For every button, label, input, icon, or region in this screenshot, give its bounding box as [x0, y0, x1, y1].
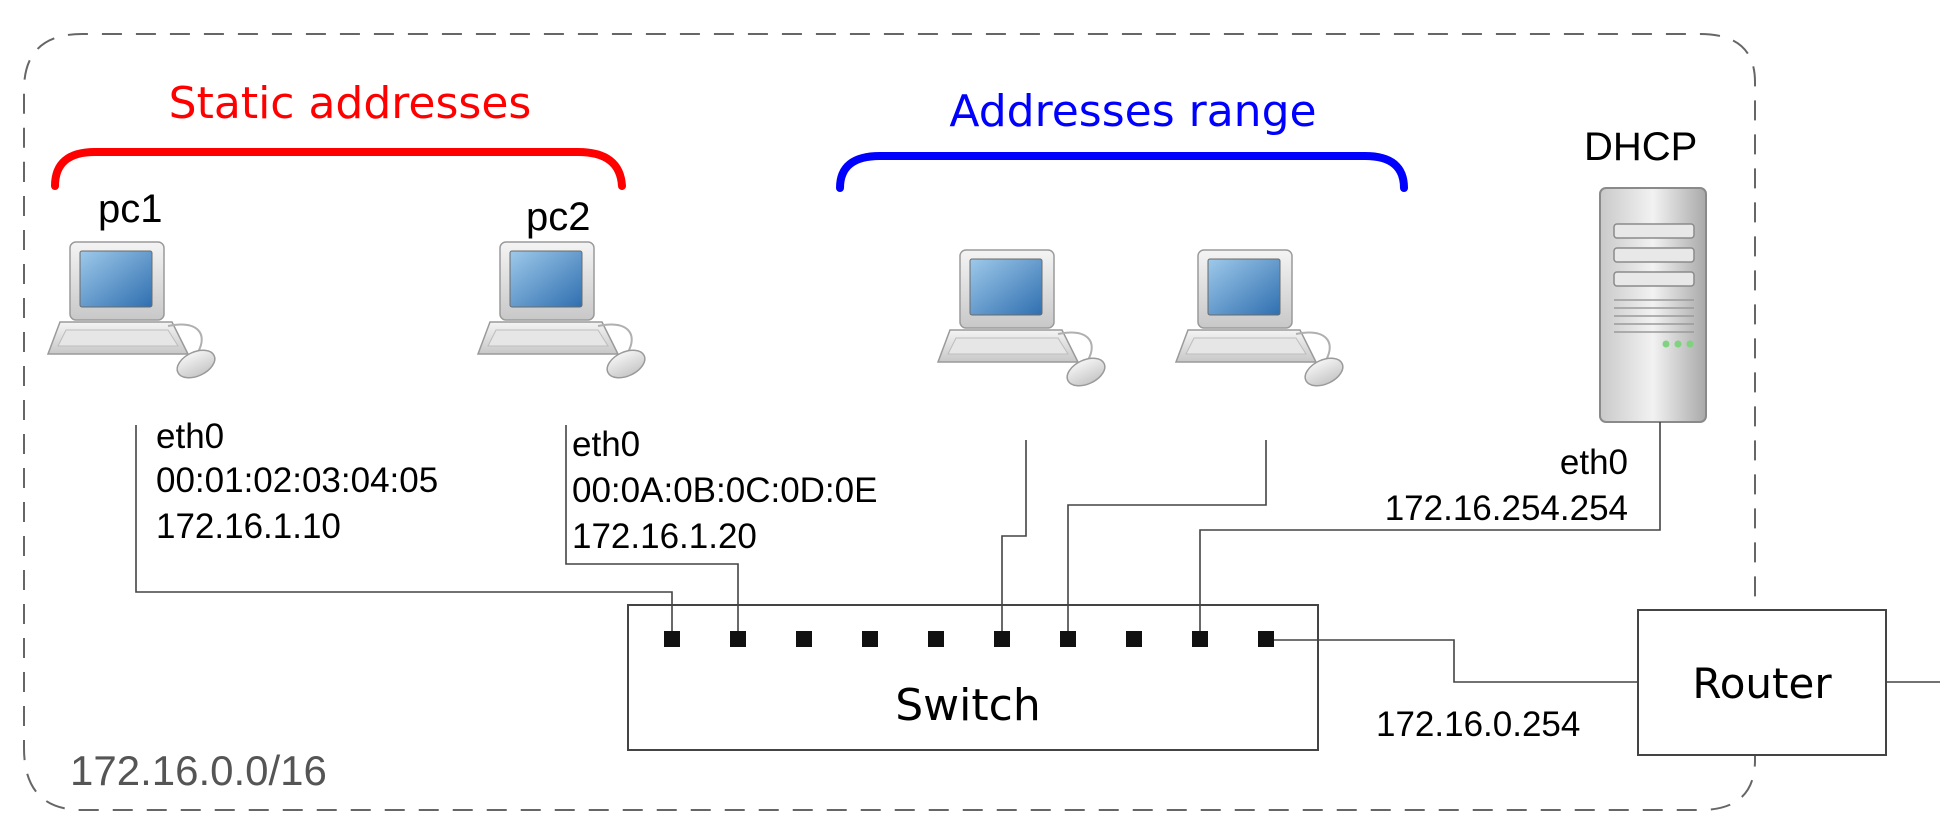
- pc1-ip: 172.16.1.10: [156, 507, 341, 546]
- pc1-cable: [135, 425, 673, 631]
- static-group-bracket: [51, 148, 626, 190]
- switch-port-icon: [664, 631, 680, 647]
- static-group-label: Static addresses: [169, 78, 532, 129]
- dhcp-iface: eth0: [1560, 443, 1628, 482]
- computer-icon: [937, 249, 1111, 393]
- pc2-iface: eth0: [572, 425, 640, 464]
- router-label: Router: [1692, 659, 1832, 708]
- switch-label: Switch: [895, 680, 1040, 731]
- range-pc2-cable: [1067, 440, 1267, 631]
- range-pc1-cable: [1001, 440, 1027, 631]
- router-ip: 172.16.0.254: [1376, 705, 1580, 744]
- pc2-name: pc2: [526, 195, 591, 239]
- switch-port-icon: [1060, 631, 1076, 647]
- switch-port-icon: [1126, 631, 1142, 647]
- switch-box: [627, 604, 1319, 751]
- dhcp-name: DHCP: [1584, 125, 1697, 169]
- switch-ports: [664, 631, 1274, 647]
- switch-port-icon: [928, 631, 944, 647]
- pc1-iface: eth0: [156, 417, 224, 456]
- switch-port-icon: [1192, 631, 1208, 647]
- subnet-boundary: [23, 33, 1756, 811]
- pc1-mac: 00:01:02:03:04:05: [156, 461, 438, 500]
- router-box: [1637, 609, 1887, 756]
- range-group-bracket: [836, 152, 1408, 192]
- switch-port-icon: [1258, 631, 1274, 647]
- range-group-label: Addresses range: [949, 86, 1316, 137]
- computer-icon: [47, 241, 221, 385]
- dhcp-cable: [1199, 422, 1661, 631]
- switch-port-icon: [994, 631, 1010, 647]
- switch-port-icon: [730, 631, 746, 647]
- switch-port-icon: [862, 631, 878, 647]
- dhcp-ip: 172.16.254.254: [1385, 489, 1628, 528]
- subnet-label: 172.16.0.0/16: [70, 747, 327, 794]
- switch-port-icon: [796, 631, 812, 647]
- server-icon: [1599, 187, 1707, 423]
- uplink-cable: [1274, 639, 1638, 683]
- pc1-name: pc1: [98, 187, 163, 231]
- computer-icon: [1175, 249, 1349, 393]
- pc2-ip: 172.16.1.20: [572, 517, 757, 556]
- computer-icon: [477, 241, 651, 385]
- pc2-cable: [565, 425, 739, 631]
- pc2-mac: 00:0A:0B:0C:0D:0E: [572, 471, 877, 510]
